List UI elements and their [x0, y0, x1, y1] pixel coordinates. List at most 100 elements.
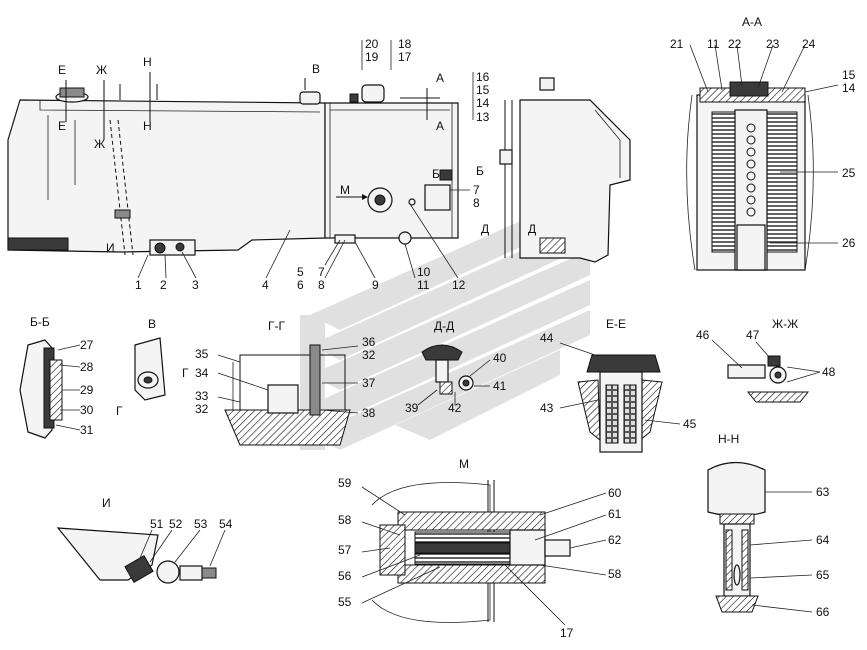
title-zhzh: Ж-Ж	[772, 317, 798, 331]
callout-8: 8	[318, 278, 325, 292]
callout-1: 1	[135, 278, 142, 292]
callout-61: 61	[608, 507, 622, 521]
callout-46: 46	[696, 328, 710, 342]
callout-25: 25	[842, 166, 856, 180]
title-gg: Г-Г	[268, 319, 285, 333]
callout-43: 43	[540, 401, 554, 415]
callout-56: 56	[338, 569, 352, 583]
callout-2: 2	[160, 278, 167, 292]
callout-65: 65	[816, 568, 830, 582]
callout-22: 22	[728, 37, 742, 51]
callout-57: 57	[338, 543, 352, 557]
callout-20: 20	[365, 37, 379, 51]
callout-5: 5	[297, 265, 304, 279]
cut-marks: Е Е Ж Ж Н Н В А А Б Б Д Д М И	[58, 55, 536, 255]
callout-47: 47	[746, 328, 760, 342]
section-bb: Б-Б 27 28 29 30 31	[19, 315, 94, 439]
cut-d-right: Д	[528, 222, 536, 236]
callout-38: 38	[362, 406, 376, 420]
title-m: М	[459, 457, 469, 471]
main-callouts: 1 2 3 4 5 6 7 8 9 10 11 12 13 14 15 16 1…	[135, 37, 490, 292]
callout-aa-11: 11	[707, 37, 720, 51]
callout-28: 28	[80, 360, 94, 374]
title-bb: Б-Б	[30, 315, 50, 329]
view-i: И 51 52 53 54	[56, 496, 233, 584]
callout-66: 66	[816, 605, 830, 619]
cut-g-1: Г	[182, 366, 189, 380]
side-view	[499, 77, 631, 263]
callout-48: 48	[822, 365, 836, 379]
cut-b-right: Б	[476, 164, 484, 178]
callout-60: 60	[608, 486, 622, 500]
cut-d-left: Д	[481, 222, 489, 236]
cut-i: И	[106, 241, 115, 255]
callout-3: 3	[192, 278, 199, 292]
callout-aa-14: 14	[842, 81, 856, 95]
callout-32b: 32	[362, 348, 376, 362]
cut-v: В	[312, 62, 320, 76]
callout-36: 36	[362, 335, 376, 349]
callout-32a: 32	[195, 402, 209, 416]
cut-b-left: Б	[432, 167, 440, 181]
cut-n-bottom: Н	[143, 119, 152, 133]
title-aa: А-А	[742, 15, 762, 29]
callout-58a: 58	[338, 513, 352, 527]
callout-37: 37	[362, 376, 376, 390]
callout-16: 16	[476, 70, 490, 84]
callout-29: 29	[80, 383, 94, 397]
callout-42: 42	[448, 401, 462, 415]
callout-6: 6	[297, 278, 304, 292]
callout-33: 33	[195, 389, 209, 403]
title-nn: Н-Н	[718, 432, 739, 446]
cut-g-2: Г	[116, 404, 123, 418]
callout-62: 62	[608, 533, 622, 547]
section-dd: Д-Д 40 41 39 42	[405, 319, 507, 415]
callout-m-17: 17	[560, 626, 574, 640]
callout-11: 11	[417, 278, 430, 292]
callout-19: 19	[365, 50, 379, 64]
callout-39: 39	[405, 401, 419, 415]
callout-4: 4	[262, 278, 269, 292]
callout-54: 54	[219, 517, 233, 531]
callout-8b: 8	[473, 196, 480, 210]
cut-zh-top: Ж	[96, 63, 107, 77]
callout-14: 14	[476, 96, 490, 110]
section-nn: Н-Н 63 64 65 66	[707, 432, 830, 619]
callout-31: 31	[80, 423, 94, 437]
cut-e-top: Е	[58, 63, 66, 77]
callout-23: 23	[766, 37, 780, 51]
section-ee: Е-Е 44 43 45	[540, 317, 697, 453]
section-aa: А-А 21 11 22 23 24 15 14 25 26	[670, 15, 856, 271]
callout-9: 9	[372, 278, 379, 292]
cut-e-bottom: Е	[58, 119, 66, 133]
callout-40: 40	[493, 351, 507, 365]
callout-15: 15	[476, 83, 490, 97]
callout-7b: 7	[473, 183, 480, 197]
callout-18: 18	[398, 37, 412, 51]
callout-27: 27	[80, 338, 94, 352]
cut-a-bottom: А	[436, 119, 444, 133]
callout-35: 35	[195, 347, 209, 361]
section-m: М 59 58 57 56 55 60 61 62 58 17	[338, 457, 622, 640]
callout-58b: 58	[608, 567, 622, 581]
callout-59: 59	[338, 476, 352, 490]
callout-26: 26	[842, 236, 856, 250]
callout-7: 7	[318, 265, 325, 279]
callout-30: 30	[80, 403, 94, 417]
callout-51: 51	[150, 517, 164, 531]
callout-34: 34	[195, 366, 209, 380]
callout-53: 53	[194, 517, 208, 531]
callout-45: 45	[683, 417, 697, 431]
callout-10: 10	[417, 265, 431, 279]
main-tank-view	[7, 84, 459, 256]
callout-12: 12	[452, 278, 466, 292]
section-zhzh: Ж-Ж 46 47 48	[696, 317, 836, 403]
callout-24: 24	[802, 37, 816, 51]
cut-m: М	[340, 183, 350, 197]
callout-13: 13	[476, 110, 490, 124]
callout-21: 21	[670, 37, 684, 51]
callout-64: 64	[816, 533, 830, 547]
title-i: И	[102, 496, 111, 510]
cut-zh-bottom: Ж	[94, 137, 105, 151]
